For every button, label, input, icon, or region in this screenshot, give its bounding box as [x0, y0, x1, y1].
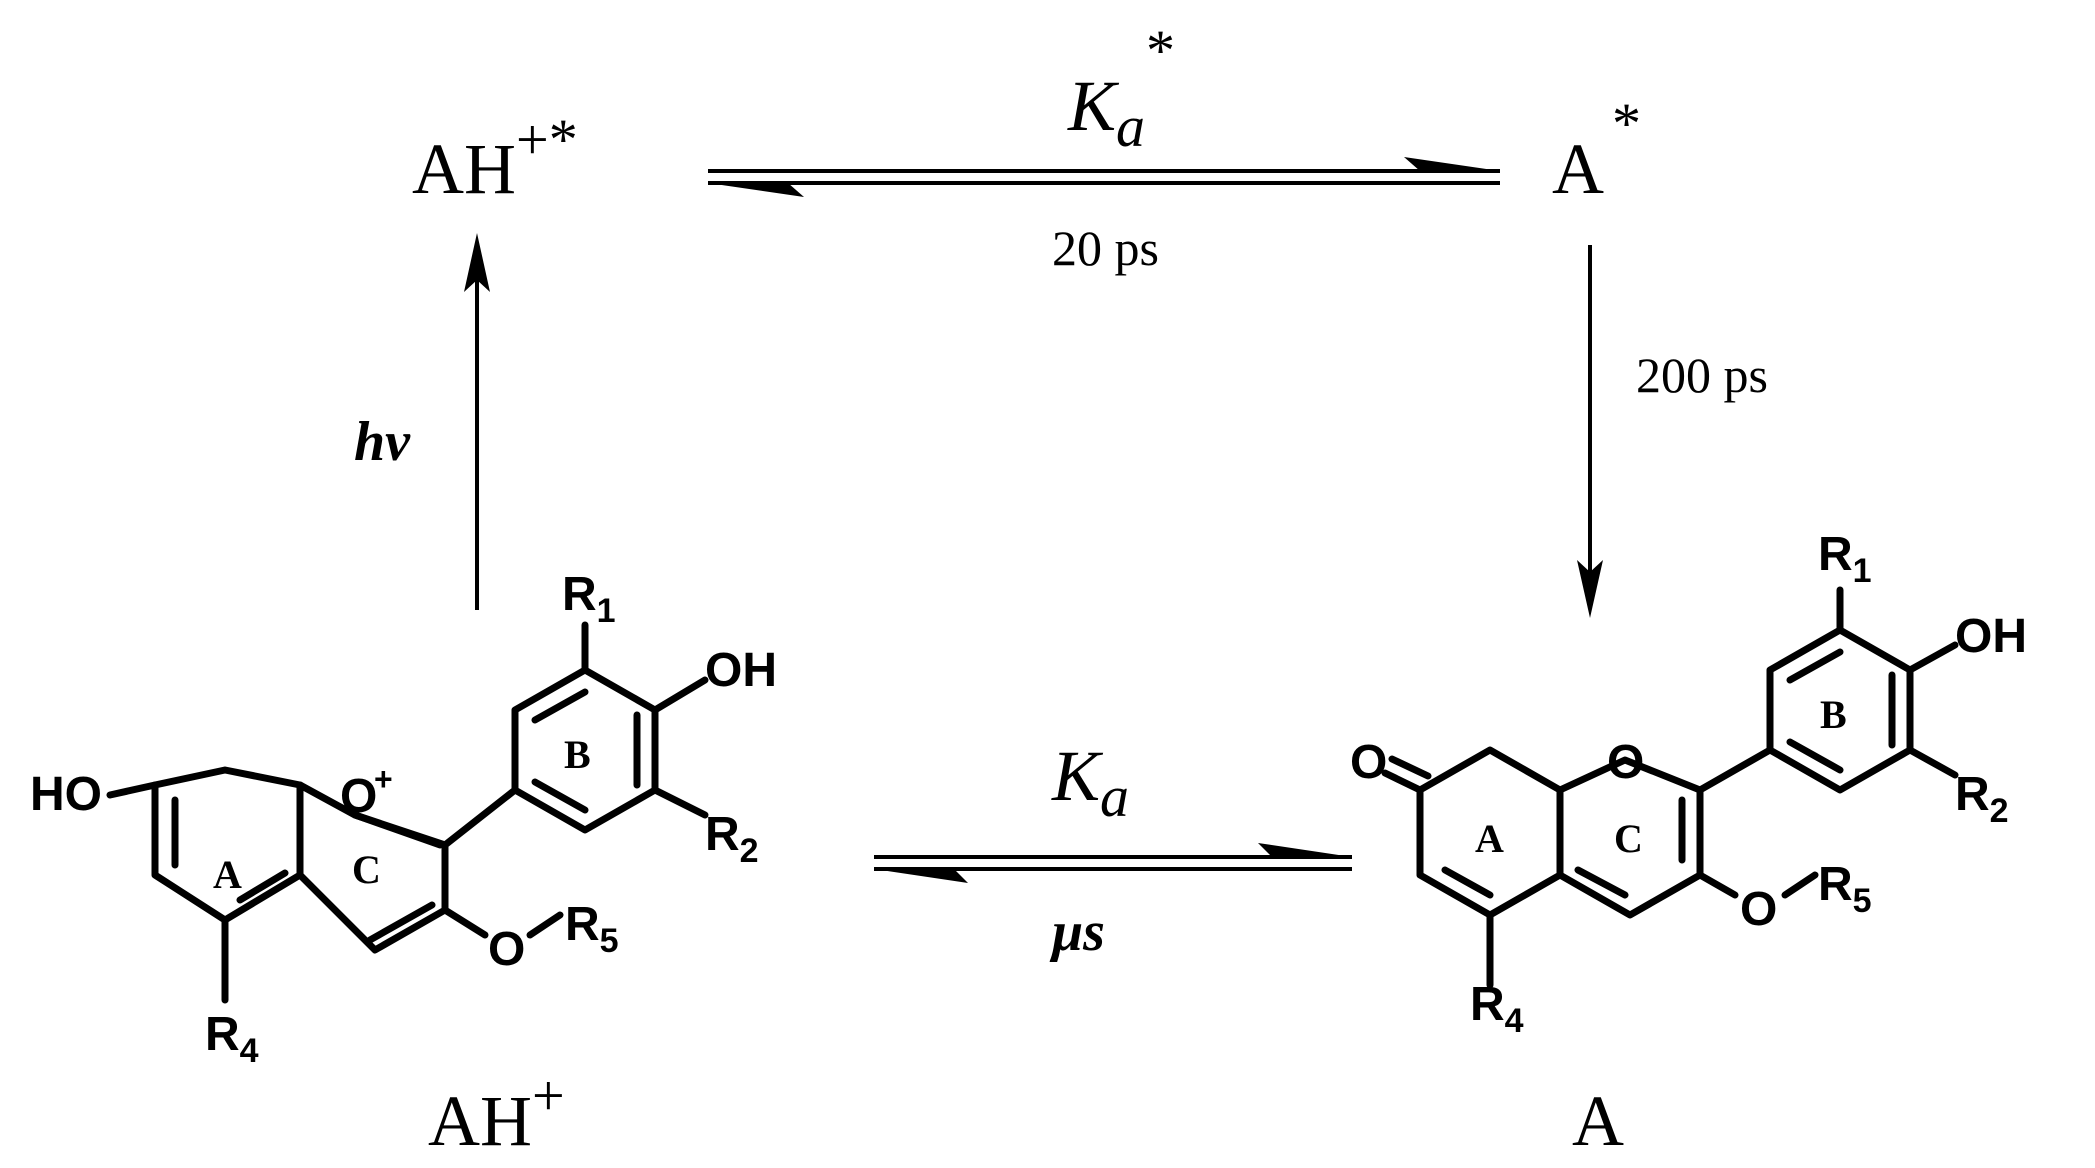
ka-ground-k: K — [1051, 736, 1104, 816]
r2-label: R2 — [705, 808, 759, 870]
species-a-excited-sup: * — [1612, 91, 1641, 156]
r2-label-right: R2 — [1955, 768, 2009, 830]
ground-equilibrium-time: μs — [1049, 901, 1105, 963]
r5-sub: 5 — [600, 922, 619, 960]
ka-ground-sub: a — [1100, 764, 1129, 829]
o-ring-label: O — [1607, 736, 1644, 789]
r5-sub-right: 5 — [1853, 882, 1872, 920]
plus-charge: + — [374, 761, 393, 797]
o-plus-label: O — [340, 770, 377, 823]
r2-r-right: R — [1955, 768, 1990, 821]
r1-label: R1 — [562, 568, 616, 630]
r4-sub-right: 4 — [1505, 1002, 1524, 1040]
excited-equilibrium-arrows — [708, 157, 1500, 197]
r4-label: R4 — [205, 1008, 259, 1070]
o-ether-label-right: O — [1740, 883, 1777, 936]
species-ah-excited: AH+* — [412, 107, 578, 209]
r5-r: R — [565, 898, 600, 951]
ka-excited-star: * — [1146, 18, 1175, 83]
ring-c-label: C — [352, 847, 381, 892]
r5-label: R5 — [565, 898, 619, 960]
species-ah-excited-sup: +* — [516, 107, 578, 172]
r5-label-right: R5 — [1818, 858, 1872, 920]
ho-label: HO — [30, 768, 102, 821]
ring-a-label-right: A — [1475, 816, 1504, 861]
species-ah-ground-sup: + — [532, 1063, 565, 1128]
r4-r: R — [205, 1008, 240, 1061]
structure-quinoidal-labels: O O A C B O R5 R4 R1 OH R2 — [1350, 528, 2027, 1040]
r2-sub: 2 — [740, 832, 759, 870]
species-a-excited-base: A — [1552, 129, 1604, 209]
r4-sub: 4 — [240, 1032, 259, 1070]
structure-flavylium-cation — [106, 621, 709, 1004]
excitation-label: hv — [354, 411, 411, 473]
excitation-arrow — [464, 233, 490, 610]
r1-label-right: R1 — [1818, 528, 1872, 590]
ground-equilibrium-constant: Ka — [1051, 736, 1129, 829]
ka-excited-k: K — [1067, 66, 1120, 146]
structure-flavylium-labels: HO O + A C B O R5 R4 R1 OH R2 — [30, 568, 777, 1070]
oh-label: OH — [705, 644, 777, 697]
ring-b-label: B — [564, 732, 591, 777]
ring-a-label: A — [213, 852, 242, 897]
r1-sub-right: 1 — [1853, 552, 1872, 590]
excited-equilibrium-time: 20 ps — [1052, 220, 1159, 276]
species-ah-excited-base: AH — [412, 129, 516, 209]
decay-time: 200 ps — [1636, 347, 1768, 403]
species-a-excited: A* — [1552, 91, 1641, 209]
decay-arrow — [1577, 245, 1603, 618]
species-ah-ground: AH+ — [428, 1063, 565, 1161]
ring-c-label-right: C — [1614, 816, 1643, 861]
r5-r-right: R — [1818, 858, 1853, 911]
species-a-ground: A — [1572, 1081, 1624, 1161]
structure-quinoidal-base — [1381, 586, 1959, 989]
ka-excited-sub: a — [1116, 94, 1145, 159]
excited-equilibrium-constant: Ka — [1067, 66, 1145, 159]
r1-r-right: R — [1818, 528, 1853, 581]
r2-r: R — [705, 808, 740, 861]
oh-label-right: OH — [1955, 610, 2027, 663]
r1-r: R — [562, 568, 597, 621]
r4-label-right: R4 — [1470, 978, 1524, 1040]
r2-sub-right: 2 — [1990, 792, 2009, 830]
ring-b-label-right: B — [1820, 692, 1847, 737]
r1-sub: 1 — [597, 592, 616, 630]
species-ah-ground-base: AH — [428, 1081, 532, 1161]
ground-equilibrium-arrows — [874, 843, 1352, 883]
o-keto-label: O — [1350, 736, 1387, 789]
r4-r-right: R — [1470, 978, 1505, 1031]
o-ether-label: O — [488, 923, 525, 976]
